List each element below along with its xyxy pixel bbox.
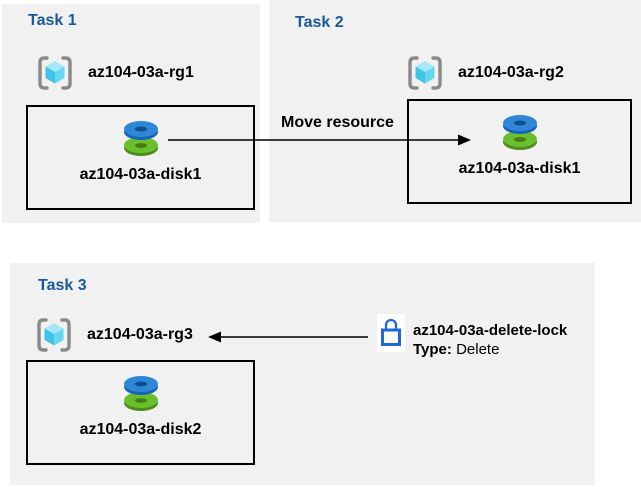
task1-resource-group-name: az104-03a-rg1	[88, 64, 194, 81]
task2-panel: Task 2 az104-03a-rg2 az104-03a-disk1	[269, 0, 641, 222]
task1-resource-box: az104-03a-disk1	[26, 105, 255, 210]
task2-resource-group-name: az104-03a-rg2	[458, 64, 564, 81]
task1-panel: Task 1 az104-03a-rg1 az104-03a-disk1	[2, 4, 260, 223]
resource-group-icon	[37, 318, 71, 352]
task3-resource-box: az104-03a-disk2	[26, 360, 255, 465]
task1-title: Task 1	[28, 12, 77, 29]
lock-icon	[381, 318, 401, 346]
disk-icon	[123, 121, 158, 156]
delete-lock-type-value: Delete	[451, 341, 500, 358]
delete-lock-arrow	[208, 331, 368, 343]
lock-badge	[377, 314, 405, 352]
task3-title: Task 3	[38, 277, 87, 294]
delete-lock-type: Type: Delete	[413, 340, 567, 359]
task1-resource-group: az104-03a-rg1	[35, 53, 194, 93]
task3-resource-group-name: az104-03a-rg3	[87, 326, 193, 343]
move-resource-label: Move resource	[281, 114, 394, 131]
resource-group-icon	[408, 56, 442, 90]
task3-resource-group: az104-03a-rg3	[34, 315, 193, 355]
disk-icon	[502, 115, 537, 150]
disk-icon	[123, 376, 158, 411]
move-resource-arrow	[168, 134, 471, 146]
task2-resource-box: az104-03a-disk1	[407, 99, 632, 204]
resource-group-icon	[38, 56, 72, 90]
task2-resource-group: az104-03a-rg2	[405, 53, 564, 93]
delete-lock-type-label: Type:	[413, 341, 452, 358]
task2-title: Task 2	[295, 14, 344, 31]
delete-lock-annotation: az104-03a-delete-lock Type: Delete	[413, 321, 567, 359]
task3-disk-name: az104-03a-disk2	[79, 421, 202, 438]
task1-disk-name: az104-03a-disk1	[79, 166, 202, 183]
delete-lock-name: az104-03a-delete-lock	[413, 322, 568, 339]
task2-disk-name: az104-03a-disk1	[458, 160, 581, 177]
task3-panel: Task 3 az104-03a-rg3 az104-03a-disk2	[10, 263, 595, 485]
